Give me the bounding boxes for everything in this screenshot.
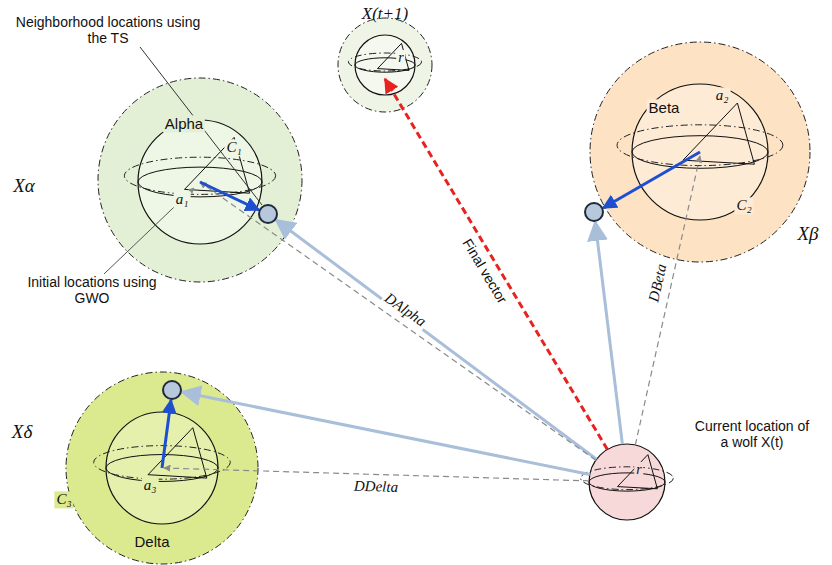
region-label: Xδ: [12, 421, 32, 443]
sphere-chord: [618, 455, 658, 489]
distance-vector: [385, 79, 607, 449]
node-text: Delta: [132, 533, 171, 550]
search-region: XαAlpha: [98, 78, 302, 282]
neighborhood-vector: [200, 182, 259, 210]
sphere-outline: [138, 120, 262, 244]
vector-symbol: a₃: [142, 477, 159, 494]
search-region: XβBeta: [590, 42, 810, 262]
vector-symbol: C₁: [224, 139, 243, 156]
neighborhood-dot: [585, 203, 603, 221]
sphere-orbit: [124, 157, 275, 194]
search-region: XδDelta: [66, 372, 258, 564]
vector-symbol: a₂: [714, 87, 731, 104]
edge-label: DDelta: [352, 478, 401, 497]
sphere-outline: [589, 444, 665, 520]
sphere-orbit: [617, 125, 783, 166]
neighborhood-vector: [603, 152, 700, 208]
edge-label: DAlpha: [380, 289, 431, 332]
sphere-chord: [148, 428, 207, 478]
move-vector: [595, 222, 622, 444]
distance-vector: [200, 182, 596, 460]
leader-line: [104, 188, 194, 274]
search-region: [590, 42, 810, 262]
callout-text: Initial locations using GWO: [27, 274, 157, 306]
vector-symbol: a₁: [174, 191, 191, 208]
sphere-orbit: [348, 53, 421, 71]
region-label: Current location of a wolf X(t): [692, 418, 812, 450]
move-vector: [182, 392, 590, 475]
region-label: Xβ: [797, 223, 818, 245]
search-region: X(t+1)r: [338, 18, 432, 112]
node-text: Beta: [647, 99, 682, 116]
region-label: Xα: [13, 175, 35, 197]
sphere-chord: [378, 43, 410, 70]
search-region: [338, 18, 432, 112]
wolf-location: Current location of a wolf X(t)r: [589, 444, 665, 520]
sphere-outline: [355, 35, 415, 95]
vector-symbol: C₃: [54, 491, 73, 508]
sphere-orbit: [581, 467, 674, 490]
node-text: r: [396, 50, 405, 66]
distance-vector: [635, 156, 700, 445]
region-label: X(t+1): [362, 4, 408, 24]
callout-text: Neighborhood locations using the TS: [13, 14, 203, 46]
sphere-chord: [185, 137, 250, 193]
move-vector: [276, 220, 597, 459]
node-text: r: [634, 462, 643, 478]
edge-label: Final vector: [459, 234, 512, 308]
node-text: Alpha: [163, 115, 205, 132]
neighborhood-dot: [163, 381, 181, 399]
neighborhood-vector: [162, 400, 171, 468]
search-region: [98, 78, 302, 282]
edge-label: DBeta: [645, 261, 671, 306]
vector-symbol: C₂: [734, 197, 753, 214]
neighborhood-dot: [259, 205, 277, 223]
